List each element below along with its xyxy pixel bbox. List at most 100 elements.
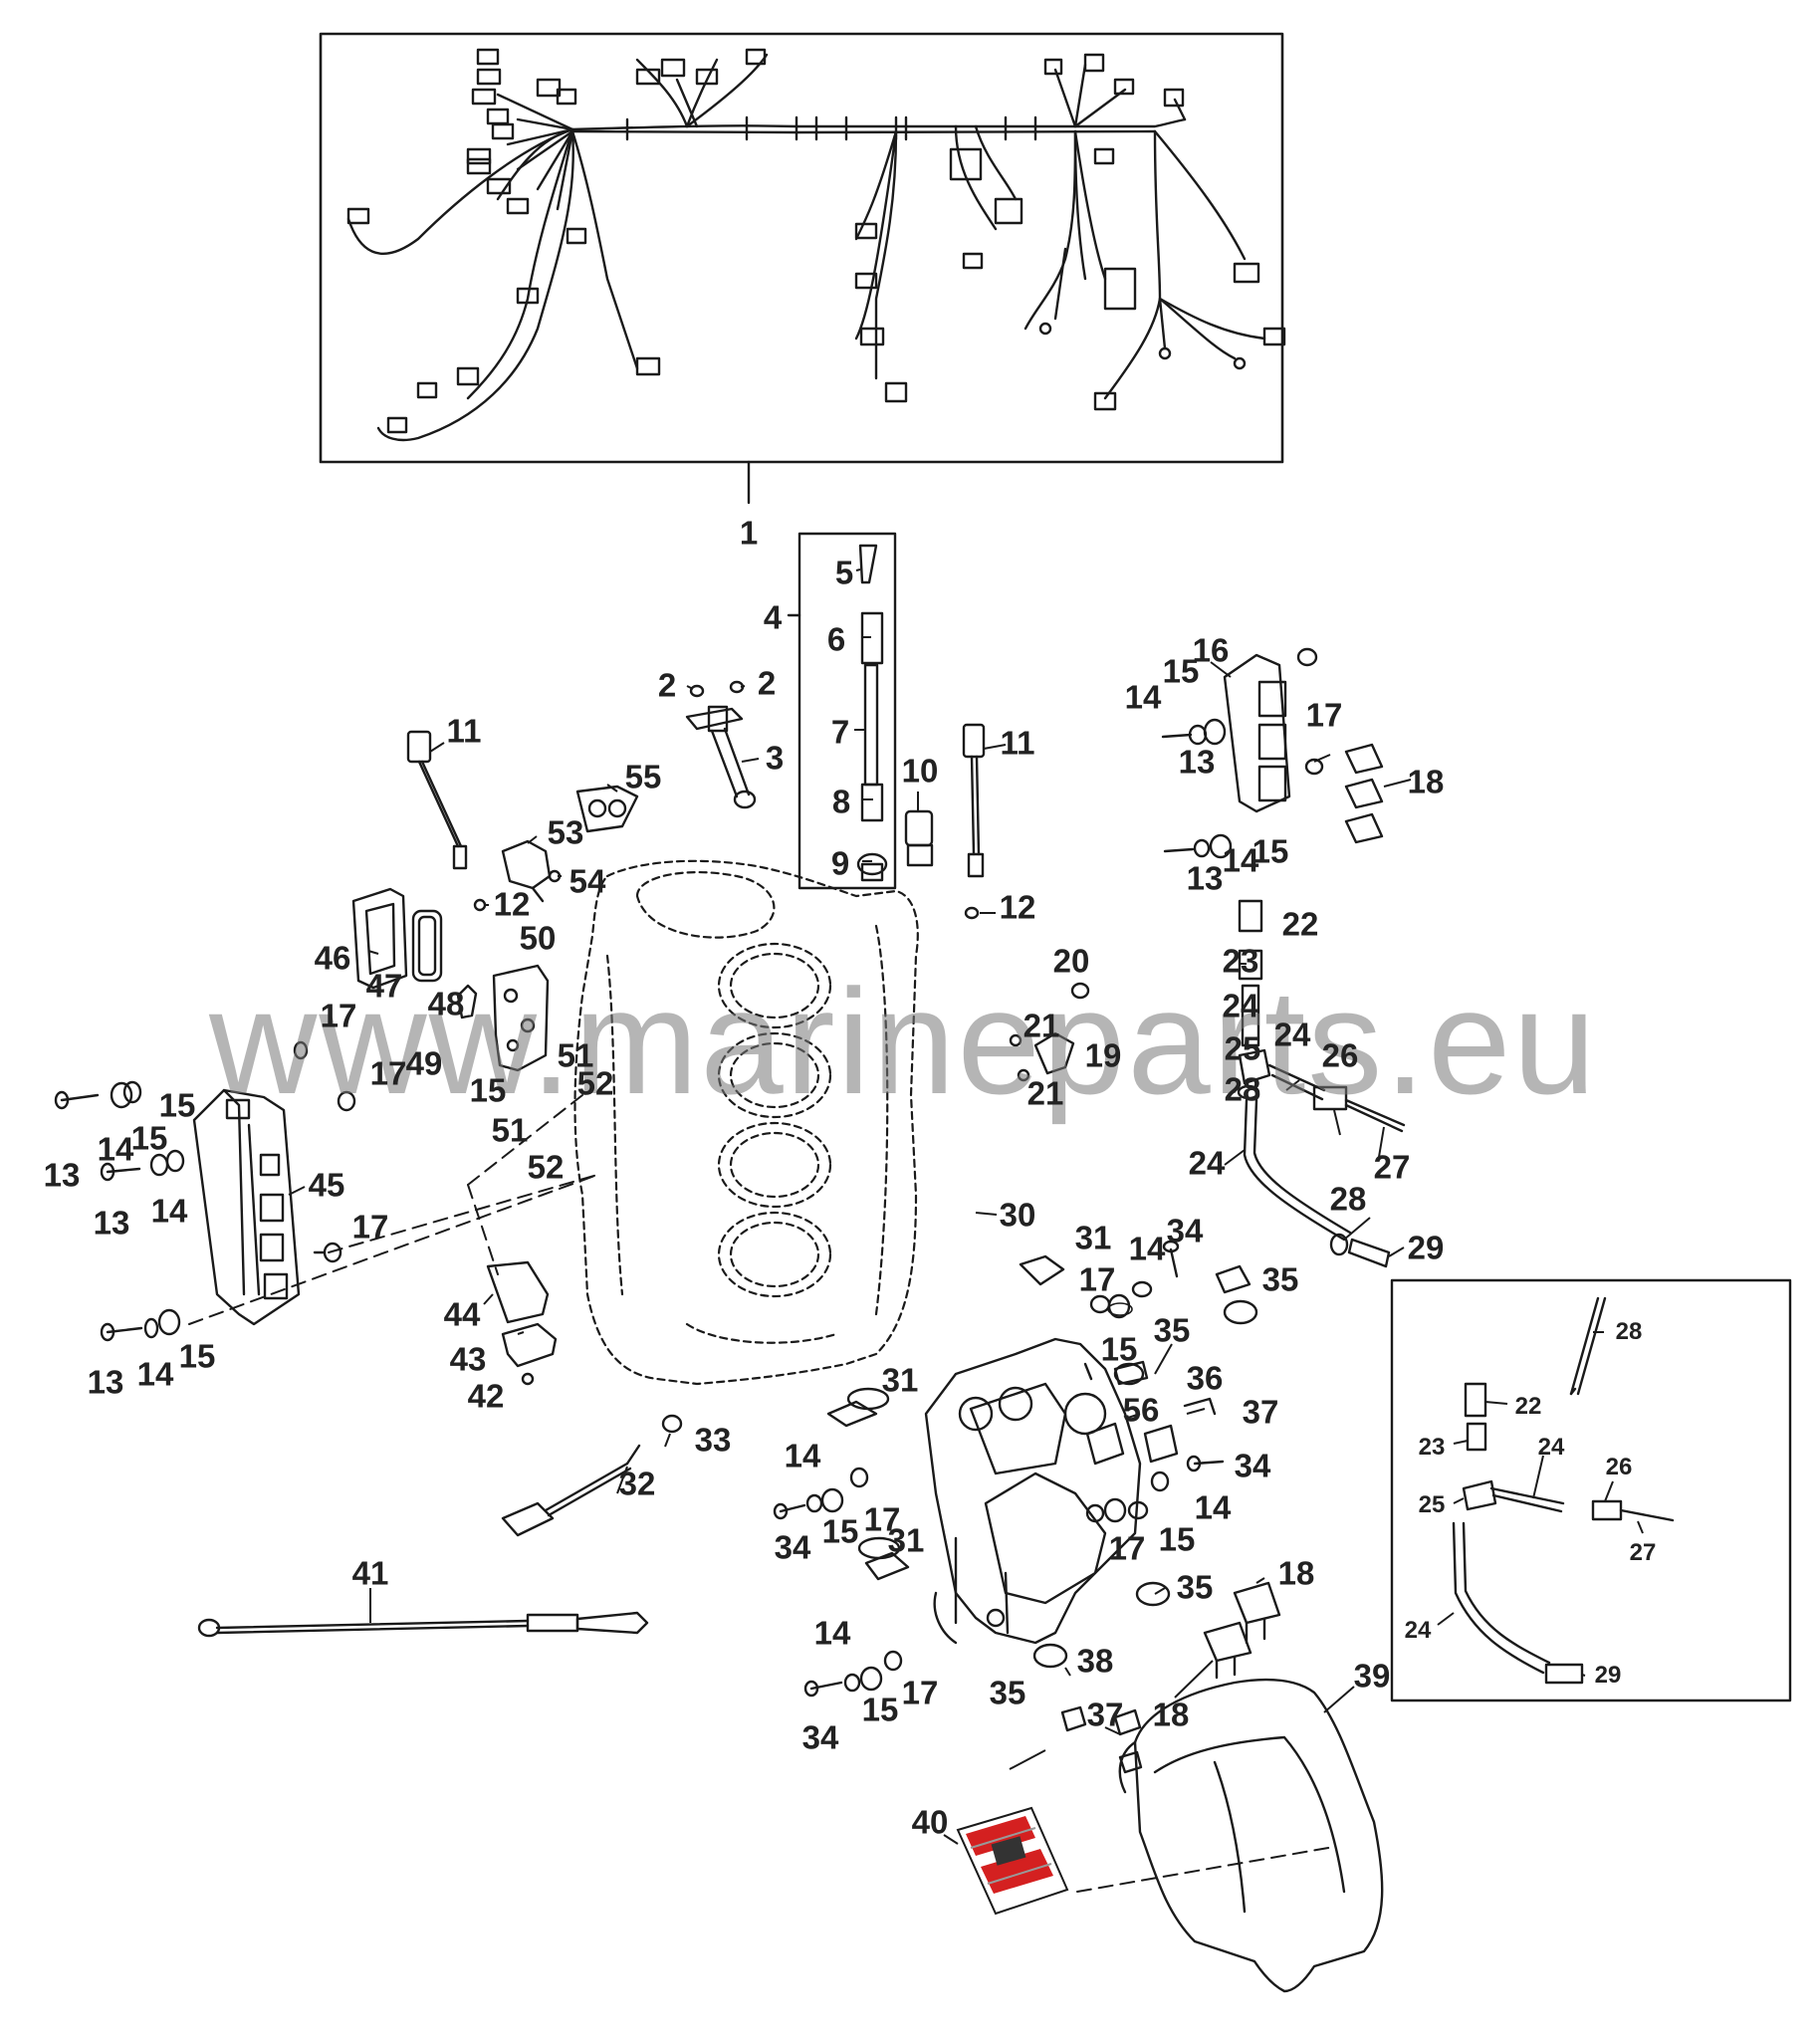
callout-52: 52 (576, 1064, 614, 1102)
callout-13: 13 (1186, 859, 1224, 897)
callout-27: 27 (1373, 1148, 1411, 1186)
callout-44: 44 (443, 1295, 481, 1333)
callout-12: 12 (999, 888, 1036, 926)
callout-2: 2 (657, 666, 677, 704)
decal-dash (1076, 1846, 1335, 1893)
callout-18: 18 (1152, 1696, 1190, 1733)
callout-20: 20 (1052, 942, 1090, 980)
callout-11: 11 (1000, 724, 1035, 762)
callout-40: 40 (911, 1803, 949, 1841)
sensor-11-left (406, 730, 487, 912)
callout-17: 17 (369, 1054, 407, 1092)
callout-33: 33 (694, 1421, 732, 1459)
inset-callout-28: 28 (1615, 1318, 1643, 1345)
callout-15: 15 (1158, 1520, 1196, 1558)
inset-callout-29: 29 (1594, 1662, 1622, 1689)
ecm-hardware (54, 1040, 356, 1342)
callout-15: 15 (861, 1691, 899, 1728)
cylinder-block (573, 859, 919, 1386)
callout-5: 5 (834, 554, 854, 591)
fitting-3 (685, 680, 757, 809)
callout-2: 2 (757, 664, 777, 702)
relays-18-lower (1203, 1581, 1281, 1680)
ecm-dashes (188, 1094, 598, 1325)
callout-21: 21 (1026, 1074, 1064, 1112)
callout-11: 11 (446, 712, 482, 750)
callout-37: 37 (1242, 1393, 1279, 1431)
callout-53: 53 (547, 813, 584, 851)
callout-34: 34 (1166, 1212, 1204, 1249)
callout-17: 17 (351, 1208, 389, 1246)
callout-17: 17 (901, 1674, 939, 1711)
callout-24: 24 (1188, 1144, 1226, 1182)
callout-28: 28 (1329, 1180, 1367, 1218)
decal-40 (956, 1806, 1069, 1916)
inset-callout-22: 22 (1514, 1393, 1542, 1420)
leader-lines (288, 568, 1644, 1845)
callout-1: 1 (739, 514, 759, 552)
sensor-43-44 (486, 1260, 558, 1386)
callout-15: 15 (821, 1512, 859, 1550)
bracket-46-47 (351, 887, 478, 1020)
callout-13: 13 (43, 1156, 81, 1194)
callout-24: 24 (1273, 1016, 1311, 1053)
callout-37: 37 (1086, 1696, 1124, 1733)
mount-bracket-38 (846, 1337, 1142, 1645)
callout-15: 15 (1251, 832, 1289, 870)
callout-35: 35 (989, 1674, 1026, 1711)
callout-14: 14 (784, 1437, 821, 1474)
callout-26: 26 (1321, 1036, 1359, 1074)
callout-17: 17 (320, 997, 357, 1034)
callout-9: 9 (830, 844, 850, 882)
callout-36: 36 (1186, 1359, 1224, 1397)
callout-51: 51 (557, 1036, 594, 1074)
callout-24: 24 (1222, 987, 1259, 1024)
callout-13: 13 (93, 1204, 130, 1242)
callout-31: 31 (887, 1521, 925, 1559)
callout-31: 31 (1074, 1219, 1112, 1256)
callout-6: 6 (826, 620, 846, 658)
fitting-19-21 (1009, 982, 1090, 1082)
callout-13: 13 (1178, 743, 1216, 781)
inset-callout-23: 23 (1418, 1434, 1446, 1461)
callout-34: 34 (774, 1528, 811, 1566)
callout-17: 17 (863, 1500, 901, 1538)
callout-29: 29 (1407, 1229, 1445, 1266)
callout-14: 14 (1124, 678, 1162, 716)
callout-48: 48 (427, 985, 465, 1022)
callout-51: 51 (491, 1111, 529, 1149)
callout-50: 50 (519, 919, 557, 957)
sensor-32 (501, 1414, 683, 1537)
callout-15: 15 (178, 1337, 216, 1375)
callout-43: 43 (449, 1340, 487, 1378)
callout-17: 17 (1108, 1529, 1146, 1567)
callout-28: 28 (1224, 1070, 1261, 1108)
callout-35: 35 (1261, 1260, 1299, 1298)
callout-34: 34 (801, 1718, 839, 1756)
callout-15: 15 (158, 1086, 196, 1124)
callout-55: 55 (624, 758, 662, 795)
inset-callout-27: 27 (1629, 1539, 1657, 1566)
callout-21: 21 (1023, 1007, 1060, 1044)
callout-39: 39 (1353, 1657, 1391, 1695)
watermark-text: www.marineparts.eu (209, 958, 1598, 1125)
wiring-harness (319, 32, 1286, 505)
callout-17: 17 (1305, 696, 1343, 734)
inset-callout-24: 24 (1404, 1617, 1432, 1644)
callout-14: 14 (150, 1192, 188, 1230)
inset-callout-25: 25 (1418, 1491, 1446, 1518)
callout-18: 18 (1277, 1554, 1315, 1592)
callout-14: 14 (813, 1614, 851, 1652)
callout-45: 45 (308, 1166, 345, 1204)
cover-39 (1118, 1678, 1384, 1993)
callout-22: 22 (1281, 905, 1319, 943)
inset-callout-24: 24 (1537, 1434, 1565, 1461)
callout-17: 17 (1078, 1260, 1116, 1298)
callout-41: 41 (351, 1554, 389, 1592)
callout-25: 25 (1224, 1029, 1261, 1067)
callout-12: 12 (493, 885, 531, 923)
callout-52: 52 (527, 1148, 565, 1186)
callout-49: 49 (405, 1044, 443, 1082)
callout-8: 8 (831, 783, 851, 820)
